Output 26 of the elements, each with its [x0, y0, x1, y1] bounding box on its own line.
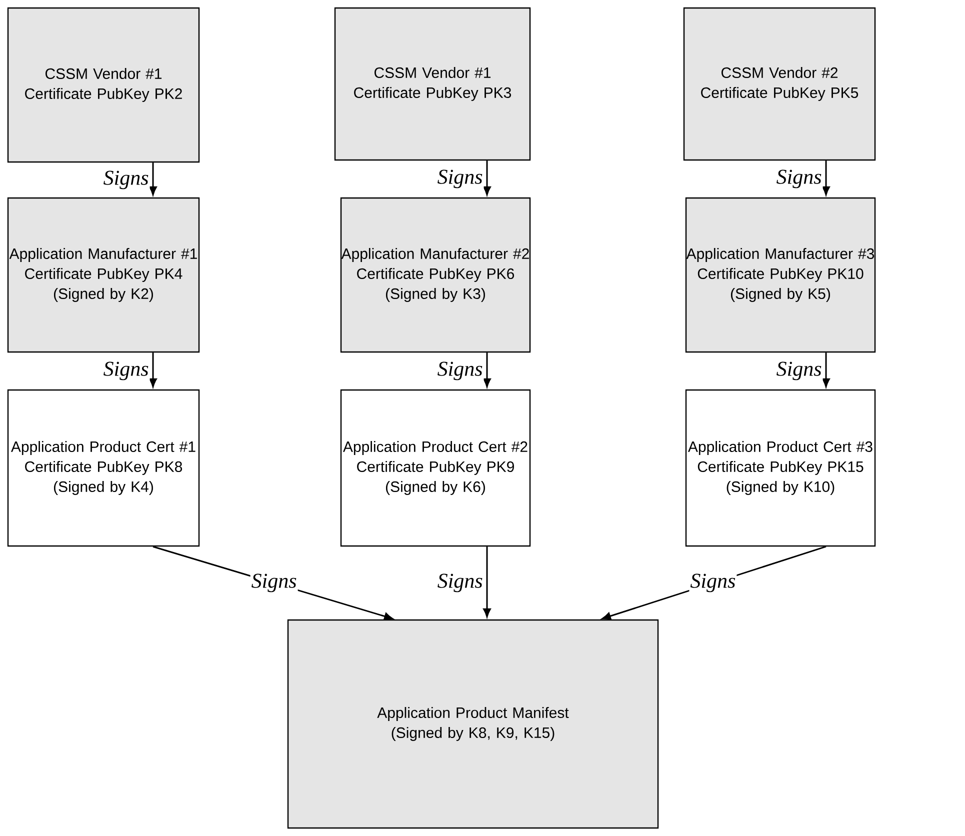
certificate-box: Application Product Cert #2 Certificate PubKey PK9 (Signed by K6) [340, 389, 531, 547]
certificate-box: Application Manufacturer #3 Certificate PubKey PK10 (Signed by K5) [685, 197, 876, 353]
certificate-box: Application Product Manifest (Signed by K8, K9, K15) [287, 619, 659, 829]
certificate-box: CSSM Vendor #2 Certificate PubKey PK5 [683, 7, 876, 161]
arrow [149, 162, 157, 196]
edge-label: Signs [689, 572, 737, 594]
certificate-box: CSSM Vendor #1 Certificate PubKey PK2 [7, 7, 200, 163]
arrow [483, 352, 491, 388]
edge-label: Signs [436, 572, 484, 594]
certificate-box: Application Product Cert #1 Certificate PubKey PK8 (Signed by K4) [7, 389, 200, 547]
arrow [483, 546, 491, 618]
edge-label: Signs [436, 360, 484, 382]
certificate-box: Application Product Cert #3 Certificate PubKey PK15 (Signed by K10) [685, 389, 876, 547]
arrow [822, 160, 830, 196]
edge-label: Signs [775, 360, 823, 382]
edge-label: Signs [775, 168, 823, 190]
edge-label: Signs [102, 360, 150, 382]
arrow [822, 352, 830, 388]
certificate-box: CSSM Vendor #1 Certificate PubKey PK3 [334, 7, 531, 161]
certificate-box: Application Manufacturer #2 Certificate PubKey PK6 (Signed by K3) [340, 197, 531, 353]
arrow [149, 352, 157, 388]
edge-label: Signs [250, 572, 298, 594]
arrow [483, 160, 491, 196]
certificate-box: Application Manufacturer #1 Certificate PubKey PK4 (Signed by K2) [7, 197, 200, 353]
edge-label: Signs [436, 168, 484, 190]
edge-label: Signs [102, 170, 150, 190]
